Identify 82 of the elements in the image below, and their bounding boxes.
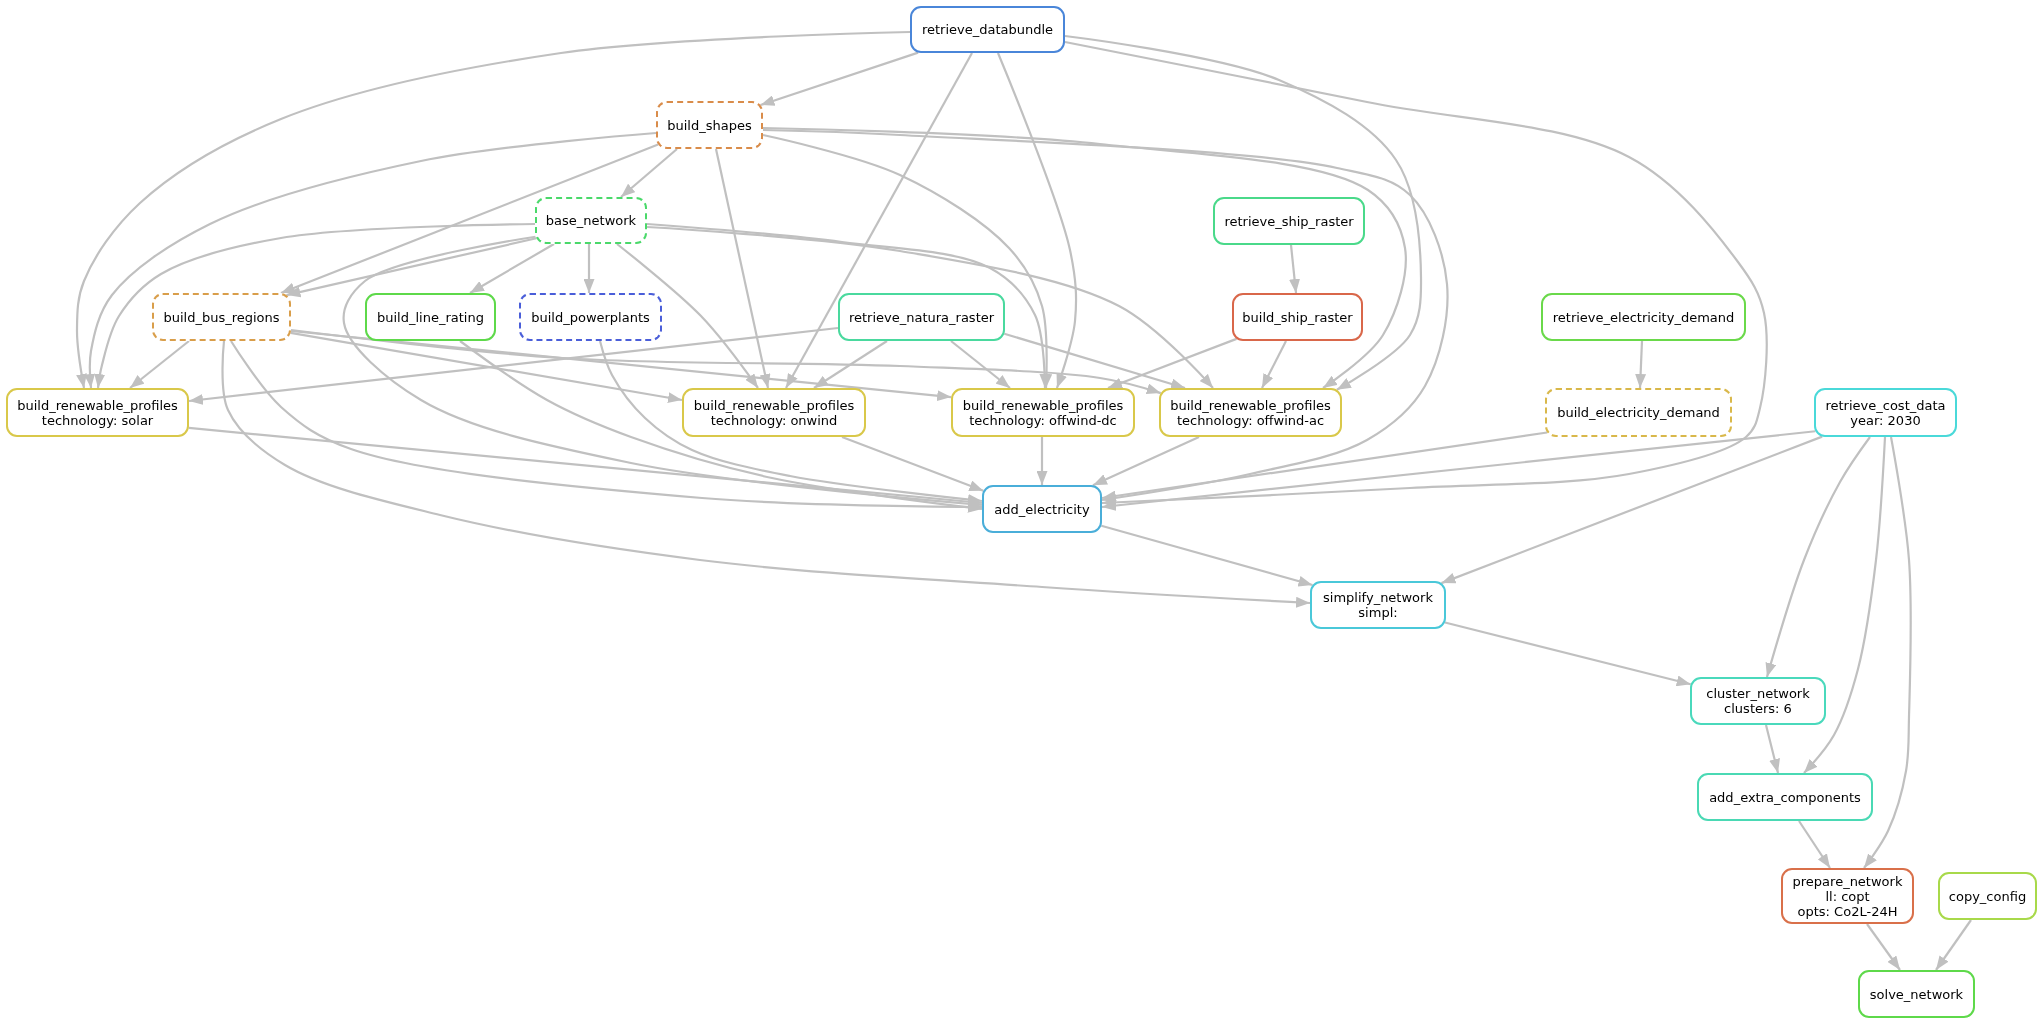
arrow bbox=[760, 51, 919, 107]
arrow bbox=[598, 340, 983, 505]
arrow bbox=[84, 131, 657, 389]
arrow bbox=[1289, 244, 1300, 294]
rule-name: retrieve_cost_data bbox=[1825, 397, 1946, 413]
arrow bbox=[1863, 436, 1912, 869]
arrow bbox=[762, 133, 1053, 389]
rule-name: build_renewable_profiles bbox=[962, 397, 1124, 413]
arrow bbox=[75, 30, 911, 389]
rule-name: retrieve_ship_raster bbox=[1224, 213, 1354, 229]
arrow bbox=[290, 328, 1162, 395]
rule-name: retrieve_electricity_demand bbox=[1552, 309, 1735, 325]
arrow bbox=[646, 225, 1214, 389]
rule-name: build_bus_regions bbox=[163, 309, 280, 325]
arrow bbox=[1441, 435, 1823, 585]
arrow bbox=[1803, 436, 1887, 774]
arrow bbox=[762, 128, 1449, 504]
arrow bbox=[1101, 430, 1816, 511]
rule-name: build_renewable_profiles bbox=[693, 397, 855, 413]
arrow bbox=[129, 340, 190, 389]
rule-name: build_ship_raster bbox=[1242, 309, 1353, 325]
wildcard-label: clusters: 6 bbox=[1724, 701, 1792, 716]
rule-name: build_line_rating bbox=[377, 309, 484, 325]
arrow bbox=[1764, 724, 1780, 774]
arrow bbox=[1261, 340, 1287, 389]
rule-name: add_electricity bbox=[994, 501, 1090, 517]
arrow bbox=[1444, 621, 1691, 687]
wildcard-label: technology: solar bbox=[41, 412, 154, 428]
wildcard-label: simpl: bbox=[1358, 605, 1398, 620]
rule-name: retrieve_natura_raster bbox=[848, 309, 995, 325]
wildcard-label: ll: copt bbox=[1825, 888, 1870, 904]
arrow bbox=[459, 340, 983, 513]
arrow bbox=[280, 143, 659, 295]
arrow bbox=[94, 222, 535, 389]
arrow bbox=[1101, 524, 1313, 587]
rule-name: copy_config bbox=[1948, 888, 2027, 904]
rule-name: cluster_network bbox=[1706, 686, 1810, 701]
arrow bbox=[1107, 337, 1237, 390]
arrow bbox=[1798, 820, 1831, 869]
wildcard-label: technology: offwind-dc bbox=[969, 412, 1117, 428]
rule-name: build_shapes bbox=[667, 117, 752, 133]
arrow bbox=[646, 222, 1051, 388]
arrow bbox=[1935, 919, 1972, 971]
rule-name: simplify_network bbox=[1323, 590, 1433, 605]
rule-name: base_network bbox=[545, 213, 637, 228]
arrow bbox=[1866, 923, 1901, 971]
arrow bbox=[1765, 436, 1871, 678]
wildcard-label: technology: onwind bbox=[710, 412, 838, 428]
rule-name: build_electricity_demand bbox=[1557, 405, 1720, 420]
arrow bbox=[950, 340, 1011, 389]
arrow bbox=[221, 340, 1311, 608]
rule-name: build_powerplants bbox=[531, 309, 650, 325]
arrow bbox=[841, 435, 984, 492]
arrow bbox=[469, 243, 555, 294]
rule-name: build_renewable_profiles bbox=[1170, 397, 1331, 413]
arrow bbox=[714, 148, 771, 389]
rule-name: retrieve_databundle bbox=[921, 22, 1054, 37]
wildcard-label: opts: Co2L-24H bbox=[1797, 903, 1898, 919]
arrow bbox=[1092, 436, 1200, 487]
arrow bbox=[997, 52, 1078, 389]
arrow bbox=[1036, 437, 1048, 485]
wildcard-label: technology: offwind-ac bbox=[1176, 412, 1325, 428]
rule-name: add_extra_components bbox=[1709, 789, 1861, 805]
arrow bbox=[1064, 34, 1423, 391]
arrow bbox=[290, 329, 952, 402]
arrow bbox=[616, 243, 759, 389]
arrow bbox=[813, 340, 888, 389]
arrow bbox=[1064, 40, 1768, 508]
arrow bbox=[188, 326, 839, 405]
arrow bbox=[1635, 340, 1647, 389]
arrow bbox=[785, 52, 973, 389]
rule-name: build_renewable_profiles bbox=[17, 397, 178, 413]
rule-name: solve_network bbox=[1869, 986, 1964, 1002]
wildcard-label: year: 2030 bbox=[1850, 412, 1921, 428]
arrow bbox=[1101, 431, 1548, 502]
arrow bbox=[762, 126, 1407, 389]
arrow bbox=[290, 331, 683, 404]
rule-name: prepare_network bbox=[1792, 873, 1903, 889]
arrow bbox=[583, 244, 595, 293]
arrow bbox=[286, 237, 537, 298]
arrow bbox=[620, 148, 678, 198]
arrow bbox=[1004, 332, 1186, 390]
